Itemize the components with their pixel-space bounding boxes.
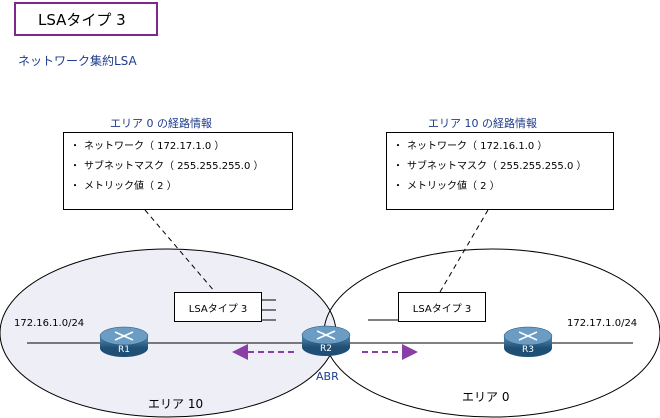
left-info-line-text: サブネットマスク（ 255.255.255.0 ） (84, 161, 264, 172)
right-info-heading: エリア 10 の経路情報 (428, 117, 537, 130)
abr-label: ABR (316, 370, 339, 383)
lsa-packet-right: LSAタイプ 3 (398, 292, 486, 322)
left-info-line: ・サブネットマスク（ 255.255.255.0 ） (70, 157, 292, 177)
bullet-icon: ・ (393, 141, 403, 152)
left-info-line-text: メトリック値（ 2 ） (84, 181, 177, 192)
page-title-text: LSAタイプ 3 (38, 10, 126, 29)
router-r3-label: R3 (522, 345, 534, 355)
router-r2-label: R2 (320, 344, 332, 354)
page-title: LSAタイプ 3 (14, 2, 158, 36)
area-0-label: エリア 0 (462, 390, 510, 404)
bullet-icon: ・ (70, 141, 80, 152)
router-r1-label: R1 (118, 345, 130, 355)
right-info-line-text: メトリック値（ 2 ） (407, 181, 500, 192)
router-r1[interactable]: R1 (99, 326, 149, 357)
right-info-line: ・メトリック値（ 2 ） (393, 177, 613, 197)
network-left-label: 172.16.1.0/24 (14, 318, 85, 329)
lsa-packet-left-label: LSAタイプ 3 (188, 303, 248, 315)
right-info-line: ・ネットワーク（ 172.16.1.0 ） (393, 137, 613, 157)
bullet-icon: ・ (393, 181, 403, 192)
lsa-packet-left: LSAタイプ 3 (174, 292, 262, 322)
area-10-label: エリア 10 (148, 397, 204, 411)
right-info-line: ・サブネットマスク（ 255.255.255.0 ） (393, 157, 613, 177)
right-info-line-text: サブネットマスク（ 255.255.255.0 ） (407, 161, 587, 172)
left-info-heading: エリア 0 の経路情報 (110, 117, 212, 130)
left-info-box: ・ネットワーク（ 172.17.1.0 ） ・サブネットマスク（ 255.255… (63, 132, 293, 210)
router-r3[interactable]: R3 (503, 326, 553, 357)
left-info-line: ・メトリック値（ 2 ） (70, 177, 292, 197)
bullet-icon: ・ (70, 181, 80, 192)
lsa-packet-right-label: LSAタイプ 3 (412, 303, 472, 315)
right-info-line-text: ネットワーク（ 172.16.1.0 ） (407, 141, 548, 152)
network-right-label: 172.17.1.0/24 (567, 318, 638, 329)
page-subtitle: ネットワーク集約LSA (18, 54, 137, 68)
left-info-line-text: ネットワーク（ 172.17.1.0 ） (84, 141, 225, 152)
router-r2[interactable]: R2 (301, 325, 351, 356)
bullet-icon: ・ (393, 161, 403, 172)
left-info-line: ・ネットワーク（ 172.17.1.0 ） (70, 137, 292, 157)
right-callout-line (439, 209, 489, 293)
area-10-ellipse (0, 248, 337, 418)
right-info-box: ・ネットワーク（ 172.16.1.0 ） ・サブネットマスク（ 255.255… (386, 132, 614, 210)
bullet-icon: ・ (70, 161, 80, 172)
